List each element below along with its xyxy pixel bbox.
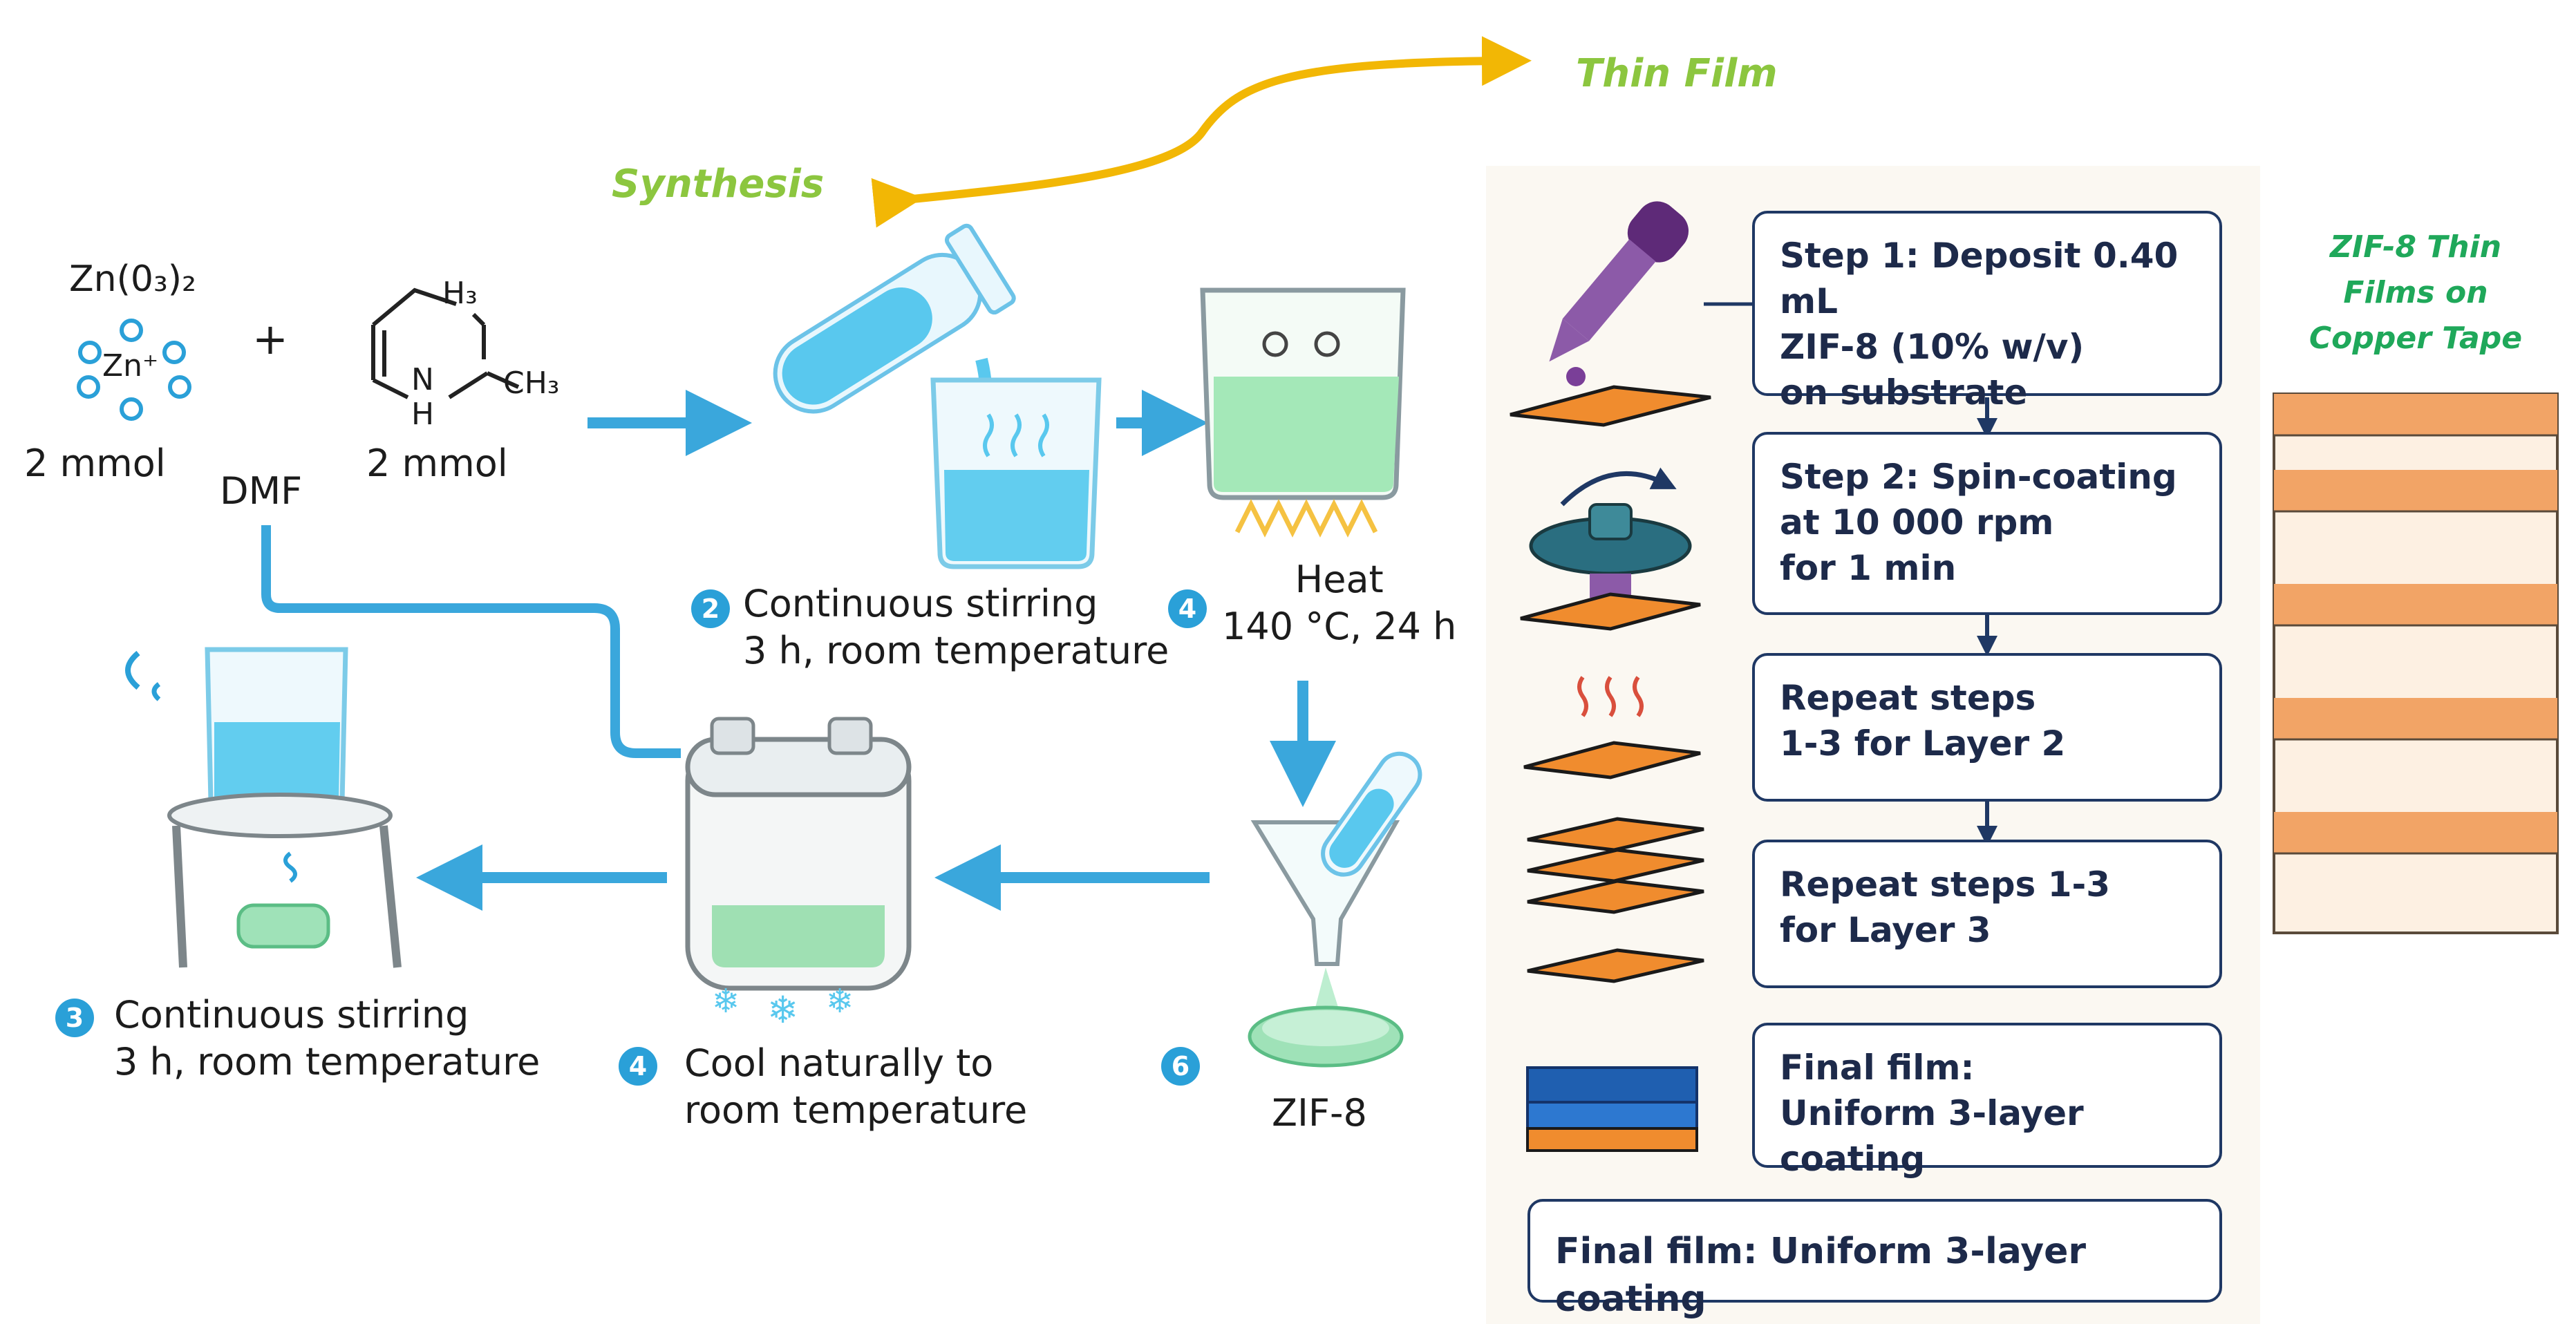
ligand-ch3-label: CH₃: [503, 366, 560, 401]
result-panel-title: ZIF-8 Thin Films on Copper Tape: [2309, 229, 2523, 356]
spin-coater-icon: [1520, 467, 1701, 631]
step-number-badge: 6: [1161, 1047, 1200, 1086]
thin-film-step-text: Repeat steps 1-3 for Layer 3: [1780, 864, 2111, 950]
svg-text:❄: ❄: [767, 988, 798, 1032]
dmf-connector-line: [261, 525, 681, 758]
plus-sign: +: [252, 314, 288, 364]
zinc-center-label: Zn⁺: [102, 348, 159, 384]
heat-layer-icon: [1523, 676, 1701, 779]
ligand-structure-icon: [371, 287, 520, 399]
final-film-banner: Final film: Uniform 3-layer coating: [1527, 1199, 2222, 1320]
thin-film-step-box: Repeat steps 1-3 for Layer 2: [1752, 653, 2222, 802]
autoclave-cooling-icon: ❄ ❄ ❄: [685, 717, 912, 1032]
step-caption-stirring-1: Continuous stirring 3 h, room temperatur…: [743, 582, 1169, 672]
step-caption-stirring-2: Continuous stirring 3 h, room temperatur…: [114, 993, 540, 1084]
copper-tape-result-icon: [2273, 393, 2559, 934]
step-number-badge: 4: [1168, 589, 1207, 628]
thin-film-step-box: Step 1: Deposit 0.40 mL ZIF-8 (10% w/v) …: [1752, 211, 2222, 413]
step-number-badge: 4: [619, 1047, 657, 1086]
thin-film-step-box: Final film: Uniform 3-layer coating: [1752, 1023, 2222, 1179]
thin-film-step-text: Repeat steps 1-3 for Layer 2: [1780, 678, 2066, 764]
step-caption-heat: Heat 140 °C, 24 h: [1222, 558, 1457, 648]
zinc-amount-label: 2 mmol: [24, 442, 166, 485]
thin-film-step-box: Step 2: Spin-coating at 10 000 rpm for 1…: [1752, 432, 2222, 615]
stirring-setup-icon: [125, 647, 402, 968]
ligand-h-label: H: [411, 397, 435, 432]
step-caption-cool: Cool naturally to room temperature: [684, 1041, 1028, 1132]
filter-funnel-icon: [1248, 751, 1422, 1068]
svg-text:❄: ❄: [712, 982, 740, 1021]
mixing-beaker-icon: [930, 377, 1102, 569]
ligand-n-label: N: [411, 362, 434, 397]
layer-stack-icon: [1527, 817, 1704, 983]
step-number-badge: 3: [55, 999, 94, 1037]
thin-film-step-box: Repeat steps 1-3 for Layer 3: [1752, 840, 2222, 988]
dropper-substrate-icon: [1510, 201, 1711, 427]
svg-text:❄: ❄: [826, 982, 854, 1021]
ligand-amount-label: 2 mmol: [366, 442, 508, 485]
thin-film-step-text: Final film: Uniform 3-layer coating: [1780, 1048, 2084, 1179]
step-number-badge: 2: [691, 589, 730, 628]
solvent-label: DMF: [220, 469, 303, 513]
thin-film-step-text: Step 1: Deposit 0.40 mL ZIF-8 (10% w/v) …: [1780, 236, 2179, 413]
heating-beaker-icon: [1200, 287, 1406, 538]
test-tube-pouring-icon: [773, 223, 1016, 416]
zinc-salt-icon: [77, 319, 191, 421]
synthesis-thinfilm-double-arrow: [871, 36, 1532, 228]
final-film-banner-text: Final film: Uniform 3-layer coating: [1555, 1231, 2087, 1320]
thin-film-header: Thin Film: [1576, 51, 1778, 96]
zinc-salt-formula: Zn(0₃)₂: [69, 258, 196, 300]
synthesis-header: Synthesis: [612, 162, 825, 207]
thin-film-step-text: Step 2: Spin-coating at 10 000 rpm for 1…: [1780, 457, 2177, 588]
final-film-stack-icon: [1526, 1066, 1698, 1152]
product-label-zif8: ZIF-8: [1272, 1091, 1367, 1135]
ligand-h3-label: H₃: [442, 276, 478, 311]
